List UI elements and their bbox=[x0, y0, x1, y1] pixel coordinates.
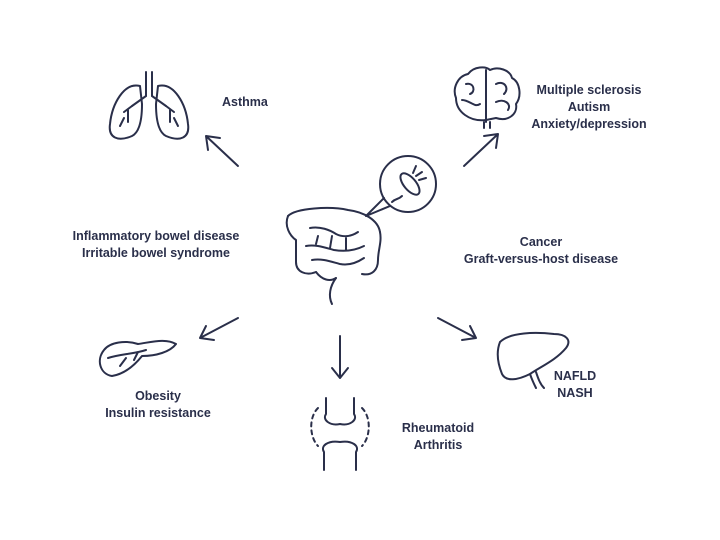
label-line: Autism bbox=[567, 100, 611, 114]
label-line: Multiple sclerosis bbox=[536, 83, 642, 97]
label-line: NASH bbox=[557, 386, 593, 400]
label-gut: Inflammatory bowel disease Irritable bow… bbox=[66, 228, 246, 262]
label-line: Insulin resistance bbox=[105, 406, 211, 420]
label-pancreas: Obesity Insulin resistance bbox=[96, 388, 220, 422]
lungs-icon bbox=[108, 71, 190, 140]
liver-icon bbox=[496, 332, 570, 389]
arrow-to-lungs bbox=[205, 135, 239, 167]
arrow-to-brain bbox=[463, 133, 499, 167]
label-line: Rheumatoid bbox=[401, 421, 475, 435]
pancreas-icon bbox=[98, 339, 177, 377]
arrow-to-liver bbox=[437, 317, 477, 341]
brain-icon bbox=[453, 66, 521, 129]
label-brain: Multiple sclerosis Autism Anxiety/depres… bbox=[524, 82, 654, 133]
label-line: Cancer bbox=[519, 235, 563, 249]
label-line: NAFLD bbox=[553, 369, 597, 383]
label-systemic: Cancer Graft-versus-host disease bbox=[458, 234, 624, 268]
label-line: Irritable bowel syndrome bbox=[82, 246, 230, 260]
label-liver: NAFLD NASH bbox=[548, 368, 602, 402]
label-joint: Rheumatoid Arthritis bbox=[388, 420, 488, 454]
intestine-icon bbox=[285, 207, 382, 305]
intestine-with-microbe-magnifier-icon bbox=[365, 155, 437, 217]
label-line: Inflammatory bowel disease bbox=[72, 229, 240, 243]
label-line: Graft-versus-host disease bbox=[463, 252, 619, 266]
arrow-to-pancreas bbox=[199, 317, 239, 341]
label-line: Asthma bbox=[222, 95, 268, 109]
label-line: Anxiety/depression bbox=[531, 117, 647, 131]
arrow-to-joint bbox=[331, 335, 349, 379]
label-line: Arthritis bbox=[413, 438, 463, 452]
knee-joint-icon bbox=[310, 397, 370, 471]
label-line: Obesity bbox=[135, 389, 181, 403]
label-lungs: Asthma bbox=[222, 94, 268, 111]
